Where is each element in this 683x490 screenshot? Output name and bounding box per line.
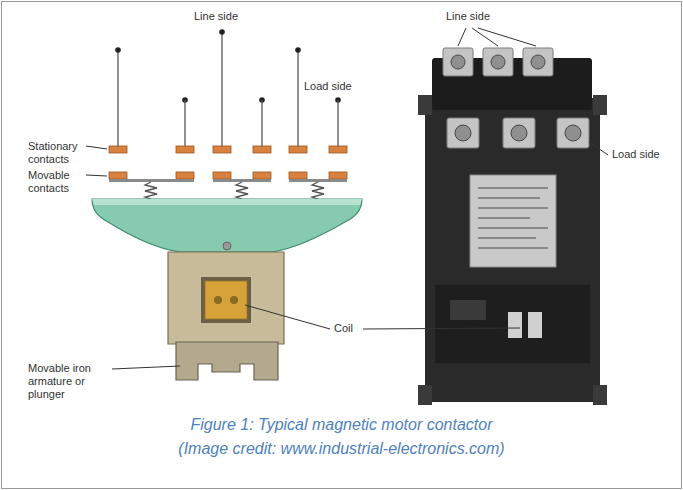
wire-end — [295, 47, 301, 53]
screw — [455, 125, 471, 141]
leader-line — [112, 366, 180, 369]
print-line — [478, 197, 540, 199]
leader-line — [363, 328, 520, 329]
contact — [289, 146, 307, 153]
part-label: Coil — [334, 322, 353, 335]
bridge — [213, 179, 271, 182]
nameplate-lines — [478, 188, 548, 248]
armature — [176, 342, 278, 380]
housing-detail — [450, 300, 486, 320]
leader-line — [86, 175, 107, 176]
leader-lines — [86, 28, 608, 369]
leader-line — [472, 28, 498, 46]
spring — [145, 182, 157, 199]
part-label: Stationary contacts — [28, 140, 90, 166]
print-line — [478, 187, 548, 189]
contact — [329, 172, 347, 179]
screw — [511, 125, 527, 141]
load-terminals — [447, 118, 589, 148]
contact — [253, 172, 271, 179]
coil-section — [435, 285, 590, 363]
leader-line — [86, 146, 107, 149]
contact-bridges — [109, 179, 347, 182]
coil-terminal — [508, 312, 522, 338]
nameplate — [470, 175, 556, 267]
side-label: Line side — [194, 10, 238, 23]
contact — [329, 146, 347, 153]
print-line — [478, 247, 548, 249]
screw — [223, 242, 231, 250]
load-side-wires — [185, 100, 338, 146]
side-label: Load side — [304, 80, 352, 93]
spring — [312, 182, 324, 199]
terminal-screws — [455, 125, 581, 141]
leader-line — [458, 28, 466, 46]
contactor-body — [425, 98, 600, 402]
coil-housing — [168, 252, 284, 344]
wire — [297, 50, 298, 146]
line-terminals — [443, 48, 553, 76]
figure-caption: Figure 1: Typical magnetic motor contact… — [175, 413, 508, 461]
springs — [145, 182, 324, 199]
coil-terminal — [230, 296, 238, 304]
wire-end — [115, 47, 121, 53]
terminal — [523, 48, 553, 76]
leader-line — [478, 28, 536, 46]
side-label: Line side — [446, 10, 490, 23]
part-label: Movable iron armature or plunger — [28, 362, 108, 401]
terminal — [557, 118, 589, 148]
terminal — [443, 48, 473, 76]
leader-line — [589, 142, 608, 155]
contact — [213, 146, 231, 153]
stationary-contacts — [109, 146, 347, 153]
wire — [261, 100, 262, 146]
print-line — [478, 207, 548, 209]
screw — [491, 55, 505, 69]
spring — [236, 182, 248, 199]
mounting-foot — [593, 385, 607, 405]
wire — [117, 50, 118, 146]
side-label: Load side — [612, 148, 660, 161]
wire — [184, 100, 185, 146]
coil-terminal — [214, 296, 222, 304]
coil-terminal — [528, 312, 542, 338]
coil — [205, 281, 247, 319]
wire — [221, 32, 222, 146]
print-line — [478, 217, 530, 219]
screw — [451, 55, 465, 69]
screw — [565, 125, 581, 141]
mounting-foot — [418, 95, 432, 115]
bridge — [289, 179, 347, 182]
contact — [109, 172, 127, 179]
contact — [289, 172, 307, 179]
mounting-foot — [418, 385, 432, 405]
contact — [213, 172, 231, 179]
part-label: Movable contacts — [28, 169, 90, 195]
contact-carrier — [92, 199, 362, 252]
movable-contacts — [109, 172, 347, 179]
carrier-highlight — [92, 199, 362, 205]
print-line — [478, 237, 536, 239]
wire — [337, 100, 338, 146]
terminal-screws — [451, 55, 545, 69]
terminal — [503, 118, 535, 148]
line-side-wires — [118, 32, 298, 146]
mounting-foot — [593, 95, 607, 115]
contact — [109, 146, 127, 153]
contact — [253, 146, 271, 153]
terminal — [483, 48, 513, 76]
bridge — [109, 179, 194, 182]
screw — [531, 55, 545, 69]
coil-window — [201, 277, 251, 323]
leader-line — [245, 305, 330, 329]
print-line — [478, 227, 548, 229]
contact — [176, 172, 194, 179]
wire-end — [219, 29, 225, 35]
terminal — [447, 118, 479, 148]
contact — [176, 146, 194, 153]
